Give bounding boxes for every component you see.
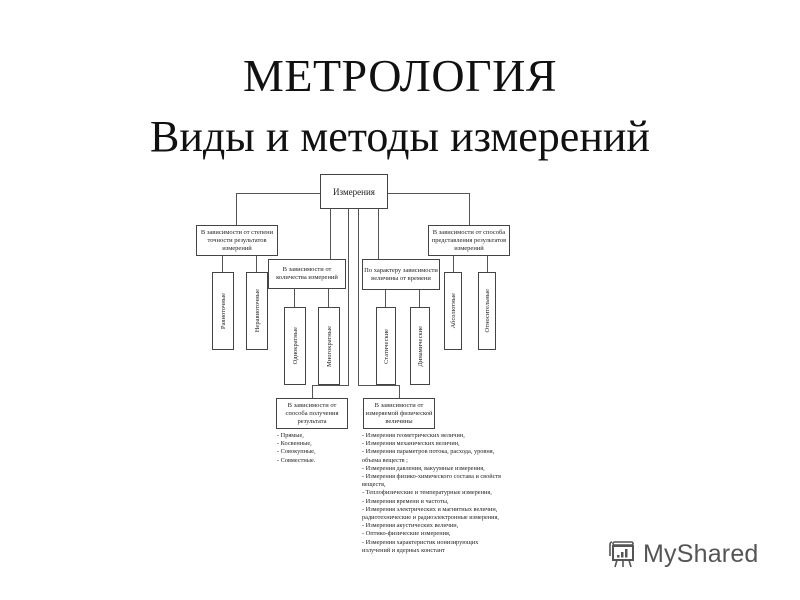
- list-item: - Измерения параметров потока, расхода, …: [362, 448, 495, 456]
- connector: [358, 208, 359, 385]
- list-item: - Измерения геометрических величин,: [362, 432, 465, 439]
- list-item: - Оптико-физические измерения,: [362, 530, 451, 538]
- connector: [330, 208, 331, 259]
- method-list: - Прямые, - Косвенные, - Совокупные, - С…: [277, 432, 316, 465]
- list-item: радиотехнические и радиоэлектронные изме…: [362, 514, 500, 522]
- connector: [256, 256, 257, 272]
- list-item: - Прямые,: [277, 432, 304, 439]
- list-item: - Совокупные,: [277, 448, 316, 456]
- list-item: - Измерения времени и частоты,: [362, 497, 449, 505]
- time-category-box: По характеру зависимости величины от вре…: [362, 259, 440, 290]
- root-box: Измерения: [320, 174, 388, 209]
- connector: [388, 193, 470, 194]
- quantity-list: - Измерения геометрических величин, - Из…: [362, 432, 501, 555]
- list-item: - Теплофизические и температурные измере…: [362, 489, 492, 497]
- count-child-box: Многократные: [318, 307, 340, 385]
- connector: [312, 385, 349, 386]
- connector: [487, 256, 488, 272]
- representation-category-label: В зависимости от способа представления р…: [431, 228, 507, 252]
- watermark-text: MyShared: [643, 539, 759, 568]
- list-item: - Измерения давления, вакуумные измерени…: [362, 464, 485, 472]
- connector: [399, 385, 400, 398]
- connector: [222, 256, 223, 272]
- representation-child-box: Абсолютные: [444, 272, 462, 350]
- myshared-watermark: MyShared: [607, 538, 759, 570]
- connector: [328, 289, 329, 307]
- list-item: - Измерения механических величин,: [362, 440, 460, 448]
- method-category-label: В зависимости от способа получения резул…: [285, 401, 339, 425]
- list-item: - Совместные.: [277, 456, 316, 464]
- accuracy-child-box: Неравноточные: [246, 272, 268, 350]
- connector: [385, 290, 386, 307]
- list-item: - Косвенные,: [277, 440, 312, 448]
- connector: [312, 385, 313, 398]
- count-category-label: В зависимости от количества измерений: [276, 266, 338, 281]
- connector: [453, 256, 454, 272]
- count-child-label: Однократные: [291, 327, 299, 365]
- list-item: - Измерения физико-химического состава и…: [362, 473, 502, 481]
- method-category-box: В зависимости от способа получения резул…: [276, 398, 348, 429]
- connector: [236, 193, 320, 194]
- presentation-board-icon: [609, 541, 634, 568]
- quantity-category-box: В зависимости от измеряемой физической в…: [363, 398, 435, 429]
- representation-category-box: В зависимости от способа представления р…: [428, 225, 510, 256]
- count-child-box: Однократные: [284, 307, 306, 385]
- slide-title: МЕТРОЛОГИЯ: [242, 50, 558, 101]
- connector: [419, 290, 420, 307]
- list-item: - Измерения характеристик ионизирующих: [362, 538, 479, 546]
- time-child-label: Статические: [382, 328, 390, 364]
- representation-child-label: Абсолютные: [449, 293, 457, 329]
- accuracy-child-label: Неравноточные: [253, 289, 261, 333]
- representation-child-box: Относительные: [478, 272, 496, 350]
- quantity-category-label: В зависимости от измеряемой физической в…: [365, 401, 433, 425]
- count-category-box: В зависимости от количества измерений: [268, 259, 346, 289]
- connector: [358, 385, 400, 386]
- list-item: объема веществ ;: [362, 456, 408, 464]
- connector: [348, 208, 349, 385]
- time-child-label: Динамические: [416, 325, 424, 367]
- list-item: - Измерения акустических величин,: [362, 522, 459, 530]
- time-child-box: Динамические: [410, 307, 430, 385]
- time-child-box: Статические: [376, 307, 396, 385]
- accuracy-child-box: Равноточные: [212, 272, 234, 350]
- connector: [469, 193, 470, 225]
- connector: [294, 289, 295, 307]
- connector: [236, 193, 237, 225]
- accuracy-child-label: Равноточные: [219, 292, 227, 330]
- accuracy-category-label: В зависимости от степени точности резуль…: [200, 228, 274, 252]
- list-item: веществ,: [362, 481, 386, 489]
- time-category-label: По характеру зависимости величины от вре…: [364, 266, 438, 282]
- count-child-label: Многократные: [325, 325, 333, 367]
- connector: [378, 208, 379, 259]
- list-item: - Измерения электрических и магнитных ве…: [362, 505, 498, 513]
- representation-child-label: Относительные: [483, 289, 491, 333]
- slide-subtitle: Виды и методы измерений: [150, 112, 650, 161]
- list-item: излучений и ядерных констант: [362, 546, 445, 554]
- root-label: Измерения: [333, 186, 375, 197]
- accuracy-category-box: В зависимости от степени точности резуль…: [196, 225, 278, 256]
